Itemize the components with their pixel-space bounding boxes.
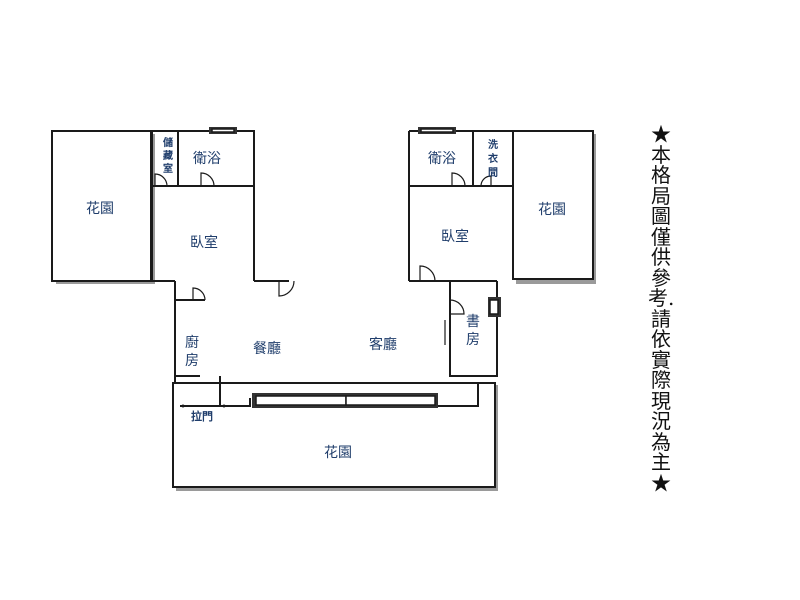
garden-bottom-label: 花園: [324, 445, 352, 461]
storage-text-char: 室: [163, 162, 173, 175]
kitchen-text-char: 房: [185, 353, 199, 369]
laundry-text-char: 間: [488, 167, 498, 179]
bath-left-label: 衛浴: [193, 151, 221, 167]
study-label: 書房: [466, 314, 480, 348]
disclaimer-notice: ★本格局圖僅供參考.請依實際現況為主★: [648, 122, 675, 495]
kitchen-label: 廚房: [185, 334, 199, 369]
bath-right-label: 衛浴: [428, 151, 456, 167]
laundry-label: 洗衣間: [488, 138, 498, 179]
dining-label: 餐廳: [253, 340, 281, 357]
garden-right-label: 花園: [538, 202, 566, 218]
study-text-char: 房: [466, 332, 480, 348]
laundry-text-char: 洗: [488, 138, 498, 151]
kitchen-text-char: 廚: [185, 334, 199, 351]
wall-marks: [151, 226, 514, 408]
living-label: 客廳: [369, 336, 397, 353]
storage-vertical-label: 儲藏室: [162, 136, 173, 175]
study-text-char: 書: [466, 314, 480, 330]
bedroom-left-label: 臥室: [190, 234, 218, 251]
garden-left-label: 花園: [86, 201, 114, 217]
windows: [209, 127, 501, 408]
storage-text-char: 藏: [163, 149, 173, 162]
main-block-walls: [174, 281, 498, 407]
left-wing-walls: [151, 130, 289, 282]
sliding-door-label: 拉門: [191, 409, 213, 423]
doors: [154, 172, 492, 315]
storage-text-char: 儲: [162, 136, 173, 149]
laundry-text-char: 衣: [488, 152, 498, 165]
bedroom-right-label: 臥室: [441, 228, 469, 245]
